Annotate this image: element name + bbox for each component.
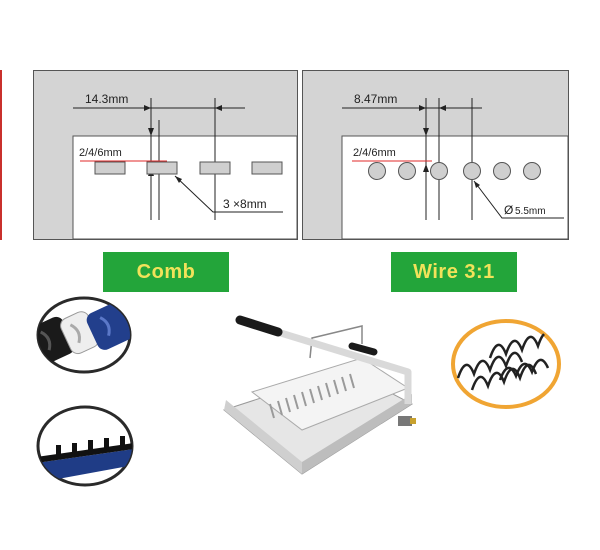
wire-label: Wire 3:1 xyxy=(391,252,517,292)
wire-hole-diameter-label: 5.5mm xyxy=(515,206,546,217)
wire-binding-photo xyxy=(451,319,561,409)
comb-hole xyxy=(94,161,126,175)
wire-depth-arrow-up xyxy=(423,164,429,172)
wire-hole xyxy=(493,162,511,180)
wire-hole xyxy=(398,162,416,180)
comb-binding-closeup-photo xyxy=(36,405,134,487)
wire-diagram: 8.47mm 2/4/6mm Ø 5.5mm xyxy=(302,70,569,240)
comb-pitch-label: 14.3mm xyxy=(85,92,128,106)
wire-pitch-arrow-right xyxy=(439,105,446,111)
comb-label: Comb xyxy=(103,252,229,292)
wire-hole-leader-line xyxy=(473,180,564,219)
left-accent-bar xyxy=(0,70,2,240)
comb-pitch-arrow-left xyxy=(144,105,151,111)
comb-hole xyxy=(146,161,178,175)
comb-spines-photo xyxy=(36,296,132,374)
wire-depth-label: 2/4/6mm xyxy=(353,147,396,159)
wire-paper-sheet xyxy=(341,135,569,240)
comb-paper-sheet xyxy=(72,135,298,240)
wire-hole xyxy=(523,162,541,180)
comb-depth-label: 2/4/6mm xyxy=(79,147,122,159)
wire-hole xyxy=(463,162,481,180)
comb-hole-size-label: 3 ×8mm xyxy=(223,197,267,211)
wire-depth-arrow-down xyxy=(423,128,429,136)
wire-pitch-arrow-left xyxy=(419,105,426,111)
comb-depth-arrow-down xyxy=(148,128,154,136)
wire-hole xyxy=(368,162,386,180)
wire-hole xyxy=(430,162,448,180)
comb-diagram: 14.3mm 2/4/6mm 3 ×8mm xyxy=(33,70,298,240)
comb-hole-leader-line xyxy=(174,175,283,213)
wire-diameter-symbol: Ø xyxy=(504,203,513,217)
comb-hole xyxy=(251,161,283,175)
comb-hole-leader-arrow xyxy=(175,176,182,183)
wire-pitch-label: 8.47mm xyxy=(354,92,397,106)
binding-machine-photo xyxy=(222,315,416,475)
comb-pitch-arrow-right xyxy=(215,105,222,111)
wire-hole-leader-arrow xyxy=(474,181,480,188)
comb-hole xyxy=(199,161,231,175)
